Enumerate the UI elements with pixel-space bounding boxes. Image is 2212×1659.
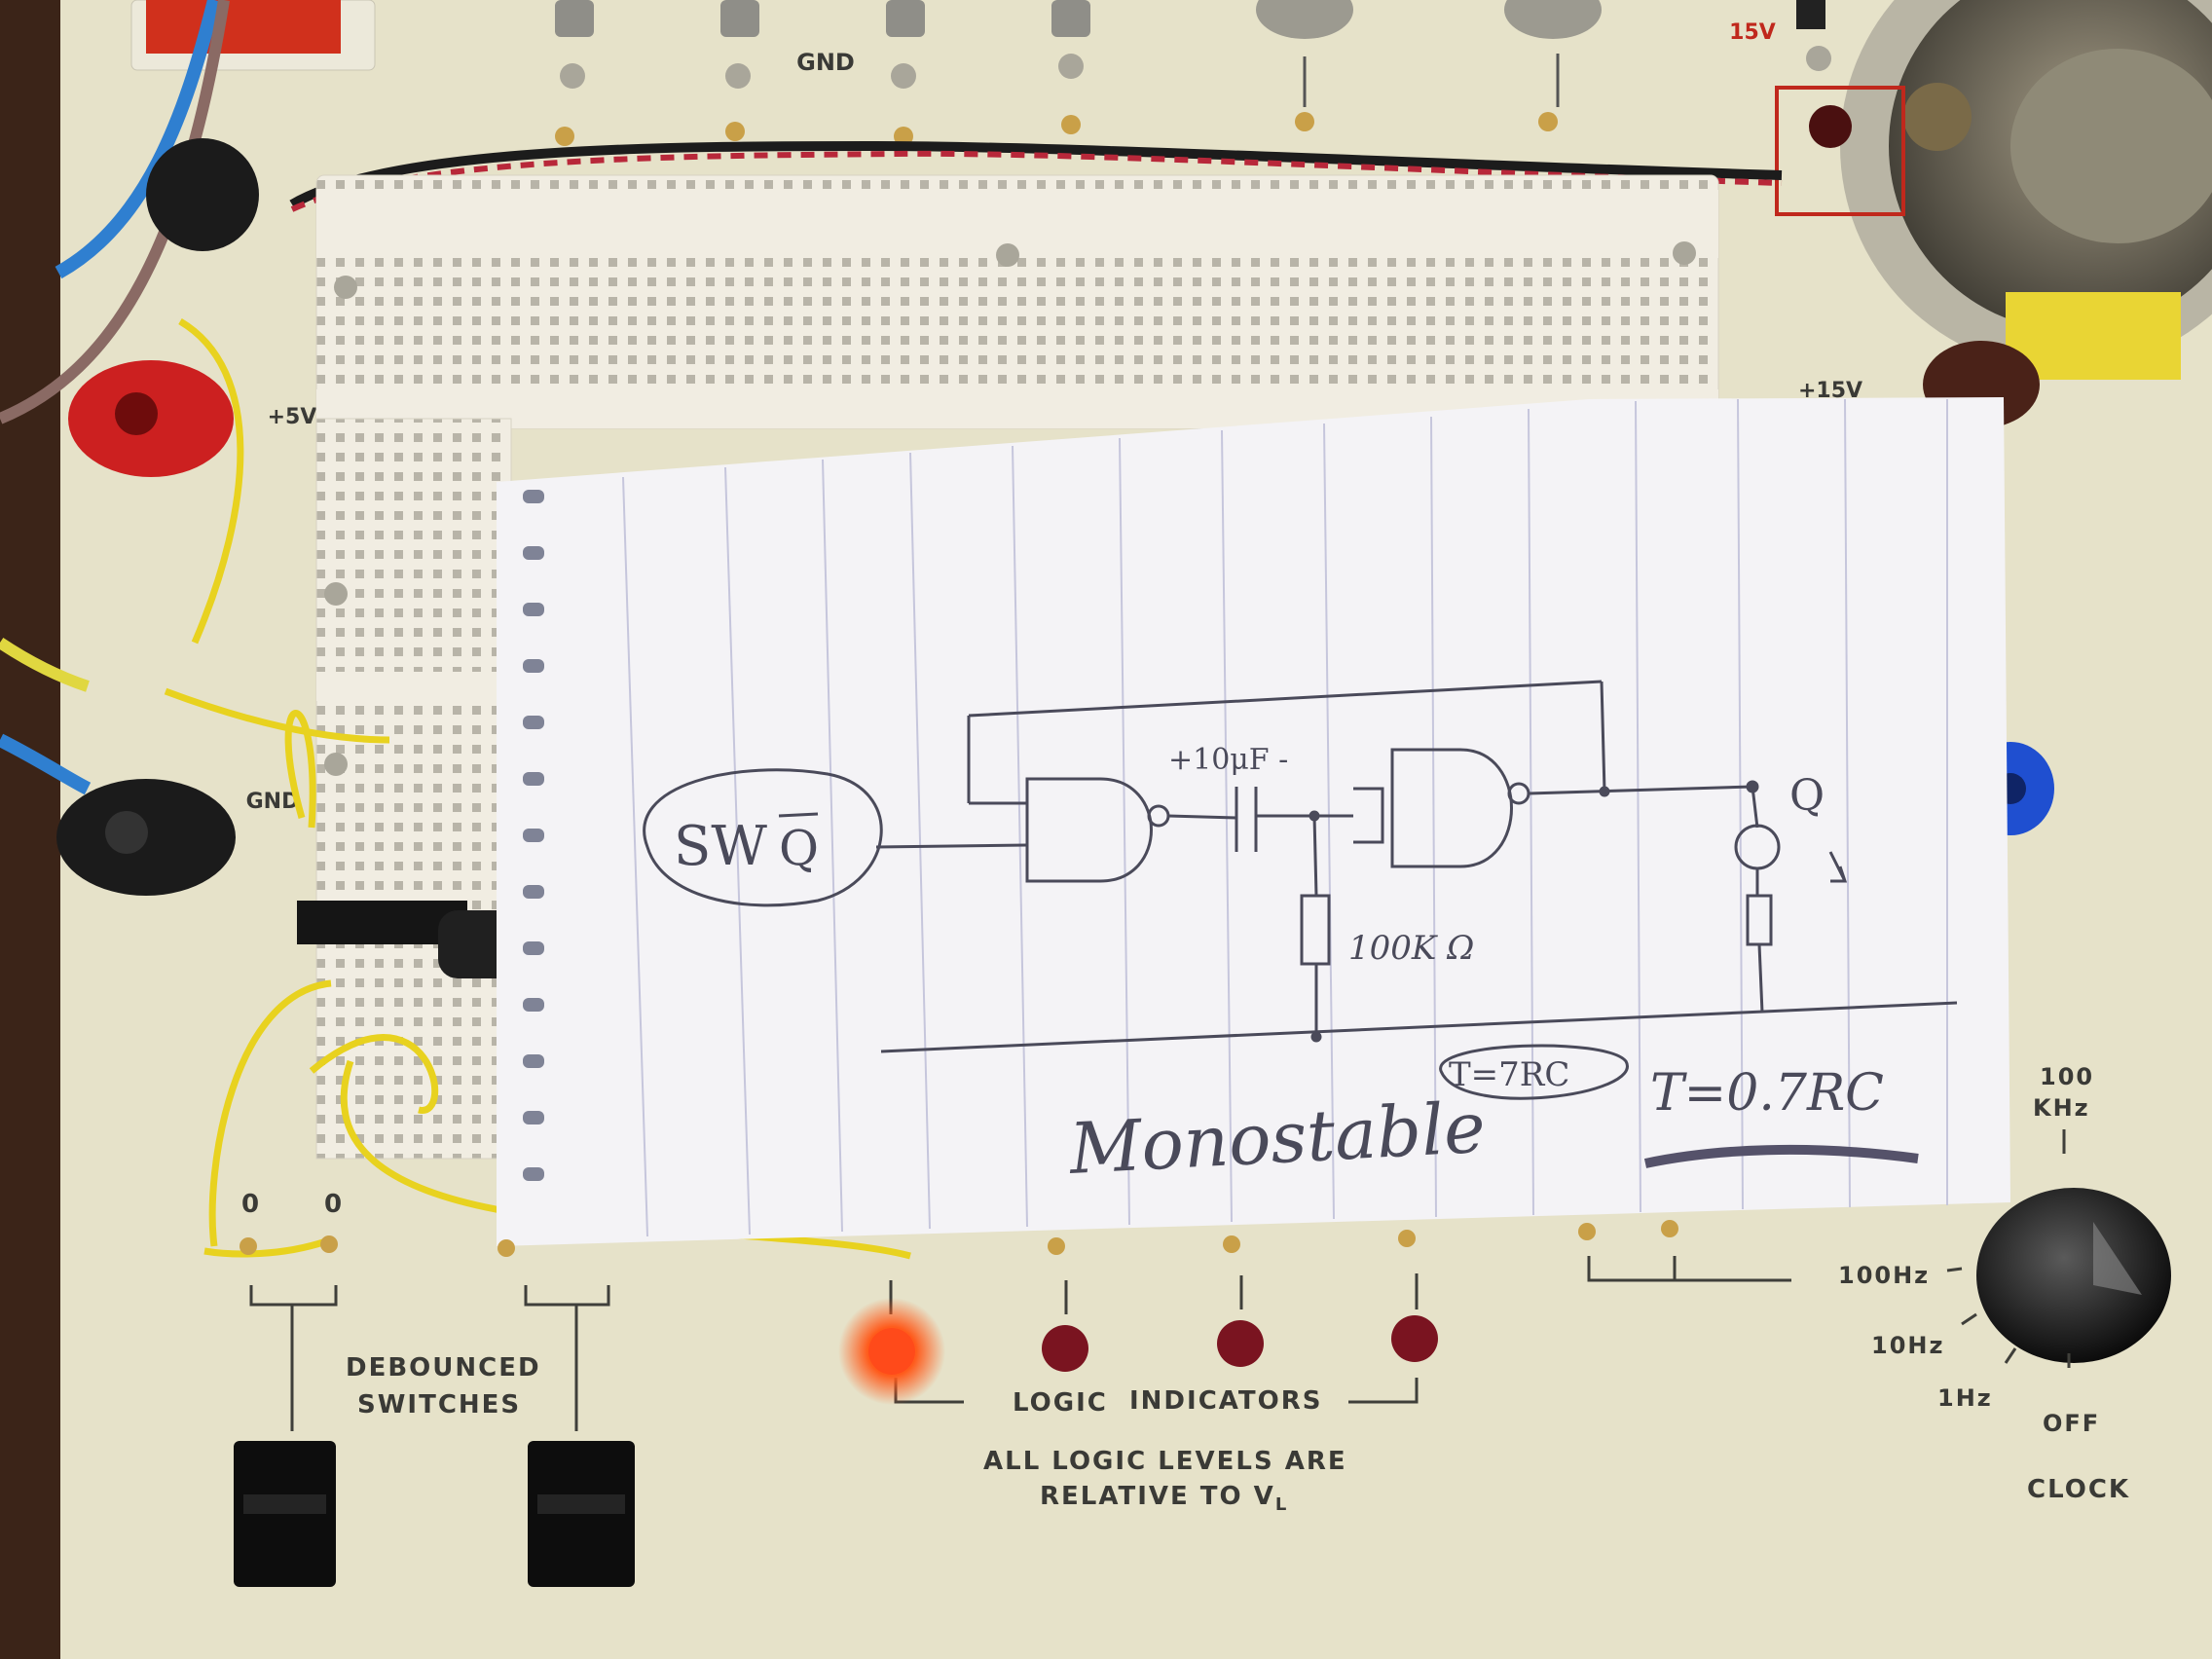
paper-sheet — [497, 397, 2010, 1246]
twisted-power-wire — [289, 140, 1783, 209]
debounced-label-line2: SWITCHES — [357, 1390, 522, 1419]
logic-note-line2: RELATIVE TO VL — [1040, 1482, 1288, 1515]
ground-rail — [880, 1001, 1958, 1053]
clock-1hz-label: 1Hz — [1937, 1384, 1993, 1412]
q-bar-label: Q — [779, 820, 819, 876]
logic-note-line2-sub: L — [1274, 1494, 1289, 1516]
scribble — [1643, 1144, 1919, 1168]
clock-knob[interactable] — [1976, 1188, 2171, 1363]
breadboard — [315, 174, 1719, 1160]
top-leader-lines — [1303, 54, 1560, 107]
switch-zero-right: 0 — [324, 1190, 345, 1219]
red-display-window — [146, 0, 341, 54]
logic-note-line1: ALL LOGIC LEVELS ARE — [983, 1447, 1347, 1476]
clock-title: CLOCK — [2027, 1475, 2131, 1504]
plus5v-label: +5V — [268, 405, 317, 429]
black-jack-top — [146, 138, 259, 251]
white-wire — [0, 638, 90, 692]
top-terminals — [560, 46, 1831, 89]
logic-led-2 — [1042, 1325, 1088, 1372]
logic-led-1 — [868, 1328, 915, 1375]
formula-text: T=0.7RC — [1650, 1064, 1884, 1123]
brown-wire — [0, 0, 230, 424]
formula-circled: T=7RC — [1449, 1055, 1569, 1094]
cap-label: +10μF - — [1168, 743, 1288, 777]
bottom-solder-points — [240, 1220, 1678, 1257]
logic-note-line2-text: RELATIVE TO V — [1040, 1482, 1275, 1511]
logic-title: LOGIC — [1013, 1388, 1108, 1418]
indicators-title: INDICATORS — [1129, 1386, 1323, 1416]
nand-gate-1 — [1025, 777, 1153, 883]
clock-ticks — [1946, 1267, 2071, 1368]
clock-100-label: 100 — [2040, 1063, 2095, 1090]
sw-bubble — [643, 768, 883, 907]
debounced-label-line1: DEBOUNCED — [346, 1353, 541, 1382]
top-solder-points — [555, 112, 1558, 146]
v15-label: 15V — [1729, 20, 1776, 45]
q-output-label: Q — [1789, 771, 1825, 821]
res-label: 100K Ω — [1348, 929, 1474, 968]
gnd-label: GND — [796, 49, 855, 76]
formula-bubble — [1439, 1044, 1629, 1100]
q-bar-overline — [778, 812, 819, 818]
logic-led-3 — [1217, 1320, 1264, 1367]
left-wood-edge — [0, 0, 60, 1659]
top-connectors — [555, 0, 1825, 39]
sw-label: SW — [674, 815, 767, 878]
gnd-side-label: GND — [246, 790, 300, 814]
logic-led-4 — [1391, 1315, 1438, 1362]
clock-10hz-label: 10Hz — [1871, 1332, 1945, 1359]
blue-wire-bottom — [0, 733, 92, 795]
speaker — [1775, 0, 2212, 380]
switch-zero-left: 0 — [241, 1190, 262, 1219]
nand-gate-2 — [1390, 748, 1513, 868]
clock-off-label: OFF — [2043, 1410, 2101, 1437]
monostable-schematic — [643, 680, 1958, 1168]
clock-100hz-label: 100Hz — [1838, 1262, 1931, 1289]
clock-khz-label: KHz — [2033, 1094, 2090, 1122]
